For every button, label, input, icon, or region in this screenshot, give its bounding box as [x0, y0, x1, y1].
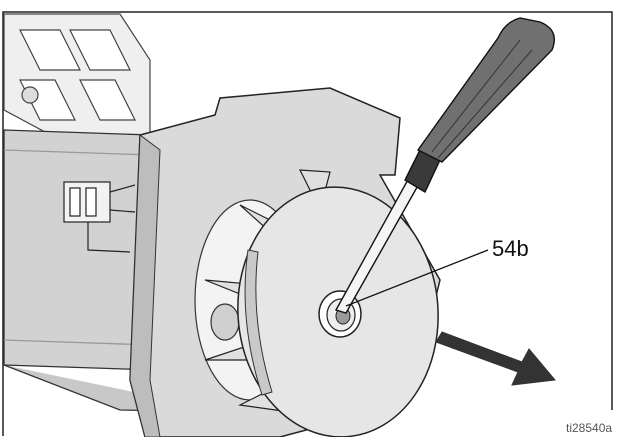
fan-disc-rim: [244, 249, 273, 396]
removal-direction-arrow: [435, 331, 556, 386]
figure-id: ti28540a: [566, 421, 613, 435]
mounting-bracket: [3, 13, 151, 141]
callout-label-54b: 54b: [492, 236, 529, 261]
wire-connector: [63, 181, 136, 253]
image-frame: [2, 11, 613, 436]
callout-leader-line: [345, 249, 489, 307]
motor-shaft-bearing: [210, 303, 240, 341]
screwdriver-handle: [416, 17, 555, 163]
screwdriver: [334, 17, 555, 314]
housing-edge-shadow: [129, 134, 161, 437]
